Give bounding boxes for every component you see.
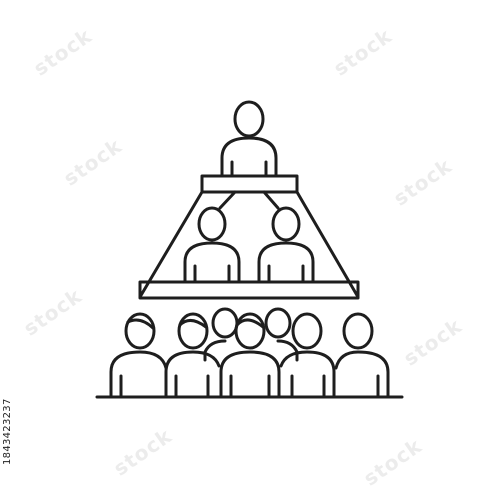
leader-person-icon: [220, 100, 278, 178]
crowd-person-icon: [164, 312, 221, 398]
middle-person-icon: [183, 206, 241, 284]
middle-person-icon: [257, 206, 315, 284]
connector-line: [218, 190, 237, 210]
pyramid-frame: [138, 190, 360, 299]
crowd-person-icon: [219, 312, 281, 398]
pyramid-edge-right: [295, 190, 360, 299]
middle-tier-platform: [138, 280, 360, 300]
connector-line: [262, 190, 280, 210]
crowd-person-icon: [203, 307, 239, 362]
crowd-person-icon: [109, 312, 168, 398]
crowd-person-icon: [334, 312, 390, 398]
pyramid-edge-left: [138, 190, 204, 299]
crowd-person-icon: [279, 312, 336, 398]
stock-image-id: 1843423237: [2, 398, 13, 465]
top-tier-platform: [200, 174, 299, 194]
